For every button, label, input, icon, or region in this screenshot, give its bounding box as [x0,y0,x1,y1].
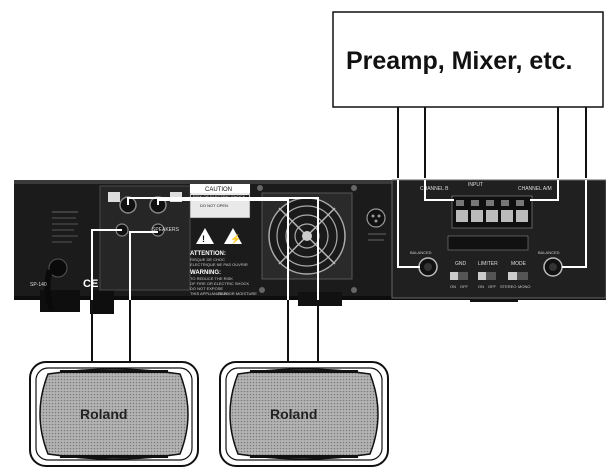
preamp-mixer-box: Preamp, Mixer, etc. [332,11,604,108]
cooling-fan [261,192,353,280]
caution-line2: DO NOT OPEN [200,203,228,208]
attention-line1: RISQUE DE CHOC [190,257,225,262]
warning-line1: TO REDUCE THE RISK [190,276,233,281]
amplifier-rear-panel: SP-140 CE SPEAKERS CAUTION RISK OF ELECT… [14,179,606,314]
input-label: INPUT [468,182,483,188]
balanced-label-left: BALANCED [410,250,432,255]
mode-mono-label: MONO [518,284,530,289]
gnd-switch [450,272,468,280]
caution-line1: RISK OF ELECTRIC SHOCK [193,194,246,199]
attention-title: ATTENTION: [190,251,226,257]
warning-line2: OF FIRE OR ELECTRIC SHOCK [190,281,249,286]
warning-line4: THIS APPLIANCE TO [190,291,229,296]
warning-line5: RAIN OR MOISTURE [218,291,257,296]
warning-title: WARNING: [190,270,221,276]
switch-gnd-label: GND [455,261,467,267]
panel-cables [91,180,587,360]
link-connector [366,208,386,241]
speaker-cabinet-2: Roland [219,361,389,467]
speaker-1-brand: Roland [80,406,127,422]
ce-mark: CE [83,278,98,290]
limiter-off-label: OFF [488,284,497,289]
gnd-off-label: OFF [460,284,469,289]
attention-line2: ELECTRIQUE NE PAS OUVRIR [190,262,248,267]
switch-mode-label: MODE [511,261,527,267]
mode-stereo-label: STEREO [500,284,516,289]
warning-area: ! ⚡ ATTENTION: RISQUE DE CHOC ELECTRIQUE… [190,228,257,296]
svg-text:⚡: ⚡ [230,233,241,245]
model-label: SP-140 [30,282,47,288]
input-terminal-strip [456,200,528,222]
channel-a-label: CHANNEL A/M [518,186,552,192]
switch-limiter-label: LIMITER [478,261,498,267]
preamp-box-label: Preamp, Mixer, etc. [346,47,573,75]
svg-text:!: ! [202,234,205,244]
gnd-on-label: ON [450,284,456,289]
panel-screws [257,185,357,293]
speakers-label: SPEAKERS [152,227,180,233]
warning-line3: DO NOT EXPOSE [190,286,223,291]
speaker-cabinet-1: Roland [29,361,199,467]
balanced-label-right: BALANCED [538,250,560,255]
serial-label [52,211,78,243]
limiter-switch [478,272,496,280]
mode-switch [508,272,528,280]
speaker-output-block: SPEAKERS [99,185,191,291]
limiter-on-label: ON [478,284,484,289]
power-cord [44,258,68,312]
preamp-cables [397,107,587,178]
channel-b-label: CHANNEL B [420,186,449,192]
speaker-cables [91,300,319,362]
speaker-2-brand: Roland [270,406,317,422]
caution-title: CAUTION [205,187,232,193]
